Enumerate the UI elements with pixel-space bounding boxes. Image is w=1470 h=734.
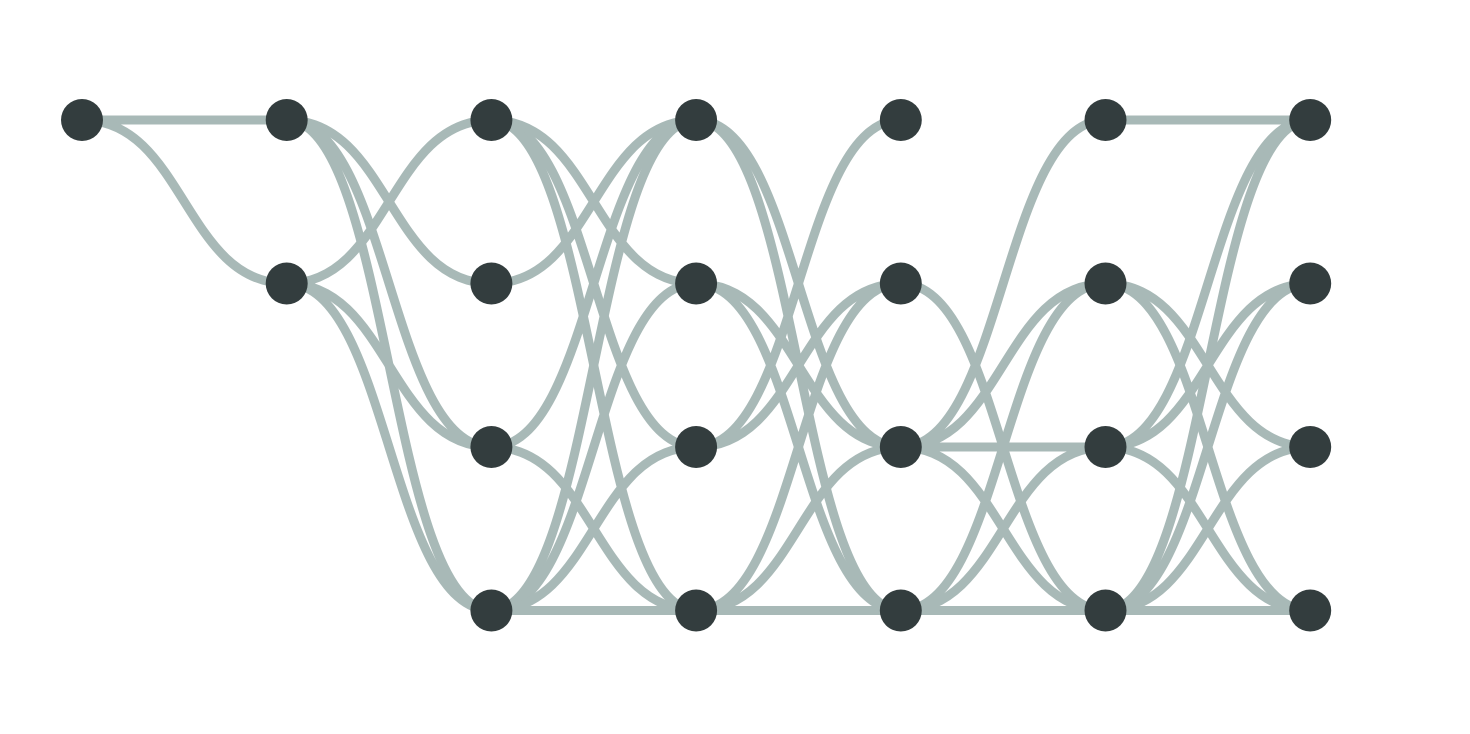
edge-n1_0-n2_2 <box>282 115 496 452</box>
node-n5_3 <box>1084 589 1127 632</box>
edge-n3_2-n4_1 <box>691 279 906 452</box>
edge-n1_1-n2_2 <box>282 279 496 452</box>
edge-n1_1-n2_0 <box>282 115 496 288</box>
node-n6_1 <box>1289 262 1332 305</box>
node-n6_3 <box>1289 589 1332 632</box>
edge-n4_2-n5_1 <box>896 279 1110 452</box>
node-n2_1 <box>470 262 513 305</box>
edge-n5_3-n6_1 <box>1101 279 1315 615</box>
node-n2_0 <box>470 99 513 141</box>
node-n3_2 <box>675 426 718 468</box>
node-n1_0 <box>265 99 308 141</box>
edge-n2_2-n3_0 <box>486 115 701 452</box>
edge-n4_3-n5_1 <box>896 279 1110 615</box>
edge-n3_2-n4_0 <box>691 115 906 452</box>
edge-n3_3-n4_1 <box>691 279 906 615</box>
node-n3_0 <box>675 99 718 141</box>
node-n1_1 <box>265 262 308 305</box>
edge-n2_1-n3_0 <box>486 115 701 288</box>
edge-n5_2-n6_0 <box>1101 115 1315 452</box>
node-n2_2 <box>470 426 513 468</box>
edge-n2_3-n3_1 <box>486 279 701 615</box>
node-n4_2 <box>879 426 922 468</box>
edge-n5_3-n6_2 <box>1101 442 1315 615</box>
node-n0_0 <box>61 99 103 141</box>
node-n6_2 <box>1289 426 1332 468</box>
edge-n0_0-n1_1 <box>77 115 292 288</box>
node-n3_3 <box>675 589 718 632</box>
edge-n5_3-n6_0 <box>1101 115 1315 615</box>
node-n5_1 <box>1084 262 1127 305</box>
edge-n1_1-n2_3 <box>282 279 496 615</box>
edge-n4_2-n5_0 <box>896 115 1110 452</box>
node-n4_3 <box>879 589 922 632</box>
edge-n2_3-n3_2 <box>486 442 701 615</box>
node-n2_3 <box>470 589 513 632</box>
node-n3_1 <box>675 262 718 305</box>
nodes-group <box>61 99 1332 632</box>
edge-n2_3-n3_0 <box>486 115 701 615</box>
node-n5_2 <box>1084 426 1127 468</box>
node-n5_0 <box>1084 99 1127 141</box>
edge-n3_3-n4_2 <box>691 442 906 615</box>
node-n6_0 <box>1289 99 1332 141</box>
node-n4_1 <box>879 262 922 305</box>
edges-group <box>77 115 1315 616</box>
edge-n4_3-n5_2 <box>896 442 1110 615</box>
node-n4_0 <box>879 99 922 141</box>
